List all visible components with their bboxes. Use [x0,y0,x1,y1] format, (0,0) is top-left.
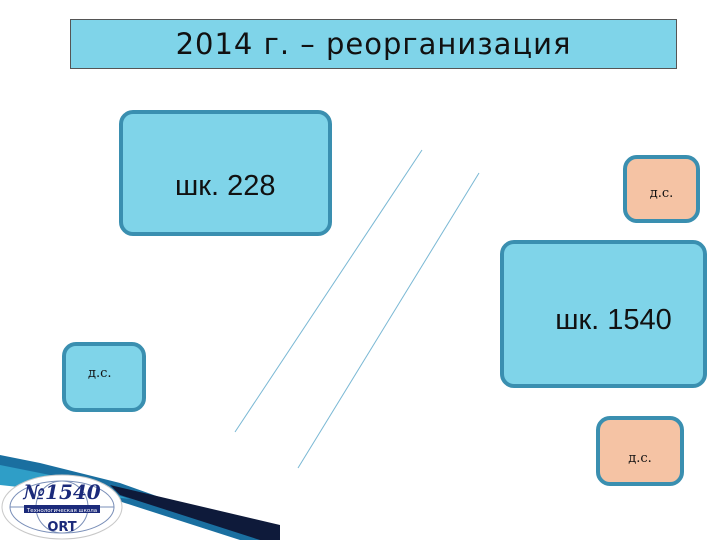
kindergarten-label-2: д.с. [88,366,112,381]
logo-swoosh-dark [110,485,280,540]
logo-subtitle: Технологическая школа [26,508,97,514]
kindergarten-label-1: д.с. [649,185,674,201]
school-1540-box: шк. 1540 [500,240,707,388]
page-title: 2014 г. – реорганизация [70,19,677,69]
kindergarten-box-3: д.с. [596,416,684,486]
logo-number: №1540 [22,480,100,504]
school-1540-label: шк. 1540 [555,304,672,336]
kindergarten-label-3: д.с. [628,450,652,466]
kindergarten-box-1: д.с. [623,155,700,223]
school-logo: №1540 Технологическая школа ORT [0,455,280,540]
logo-brand: ORT [47,520,76,535]
school-228-box: шк. 228 [119,110,332,236]
school-228-label: шк. 228 [175,170,276,202]
kindergarten-box-2: д.с. [62,342,146,412]
